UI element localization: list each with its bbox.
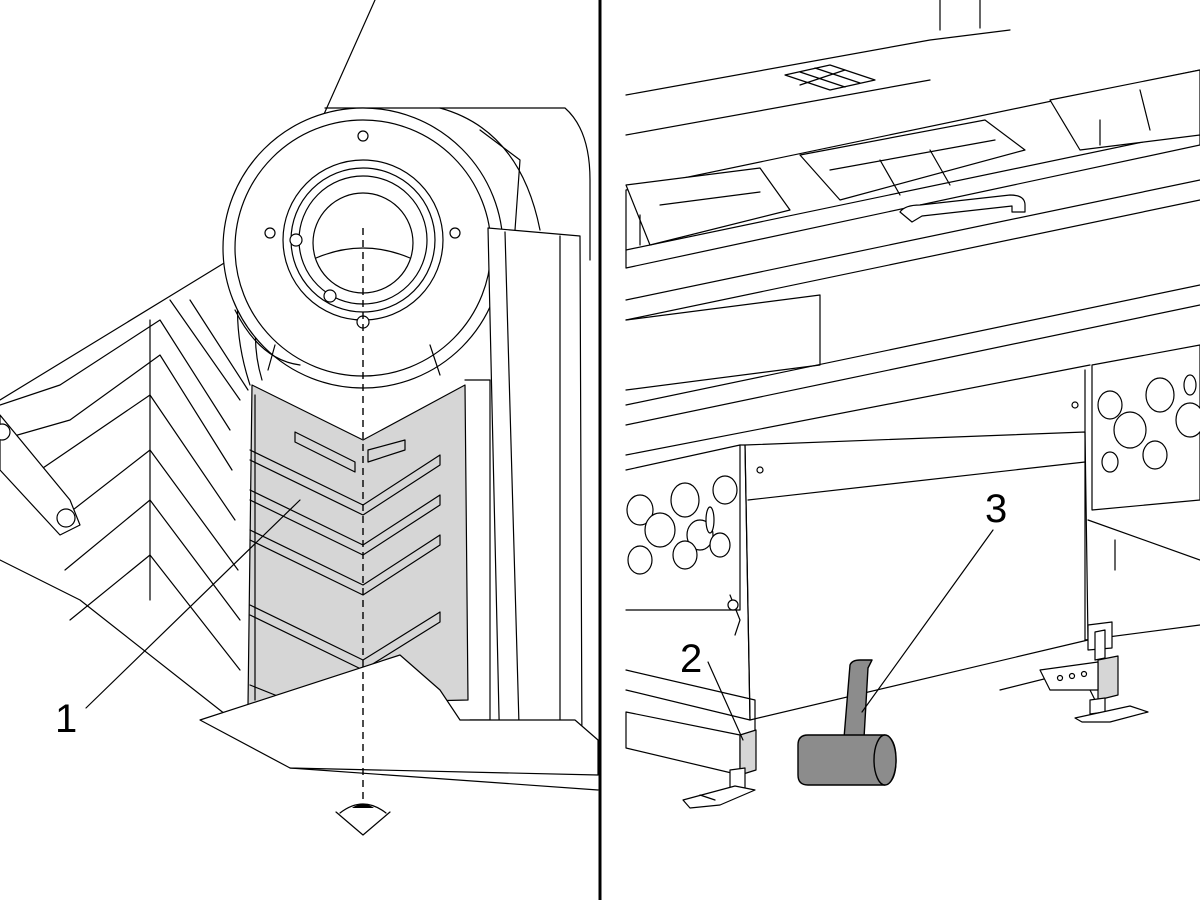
callout-3-leader — [861, 529, 994, 713]
callout-1-leader — [85, 499, 301, 709]
chip-guard-highlighted — [247, 384, 469, 706]
callout-2-label: 2 — [680, 637, 702, 681]
perforated-panel-left — [625, 444, 741, 611]
base-ramp — [199, 654, 599, 776]
callout-3-label: 3 — [985, 487, 1007, 531]
loading-trays — [625, 69, 1200, 246]
vent-grid — [784, 64, 876, 91]
lower-cabinet — [727, 369, 1200, 721]
callout-1-label: 1 — [55, 697, 77, 741]
leveling-foot-right — [1039, 621, 1149, 723]
callout-2-leader — [707, 661, 744, 741]
chip-fins — [0, 299, 249, 671]
label-plate — [625, 294, 821, 391]
carry-handle — [899, 194, 1026, 223]
spindle-flange — [222, 107, 504, 389]
leveling-foot-left — [625, 711, 757, 809]
mallet-icon — [797, 659, 897, 786]
left-panel-spindle-guard: 1 — [0, 0, 599, 836]
perforated-panel-right — [1091, 344, 1200, 511]
right-panel-bar-feeder: 2 3 — [625, 0, 1200, 809]
view-direction-eye-icon — [335, 803, 391, 836]
